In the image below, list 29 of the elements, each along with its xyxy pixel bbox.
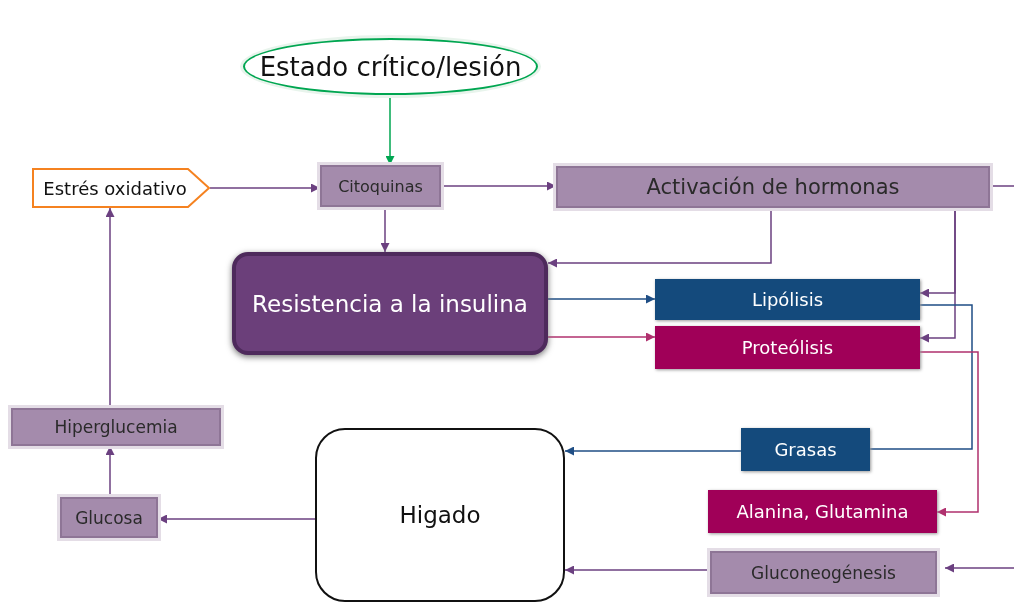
node-text: Hiperglucemia: [54, 417, 178, 437]
process-box: [655, 326, 920, 369]
process-box: [11, 408, 221, 446]
arrow: [547, 332, 656, 342]
node-text: Estado crítico/lesión: [259, 51, 522, 82]
rounded-box: [232, 252, 548, 355]
process-box: [710, 551, 937, 594]
process-box: [60, 497, 158, 538]
node-text: Grasas: [774, 439, 837, 460]
node-text: Citoquinas: [338, 176, 423, 196]
arrow: [919, 351, 979, 517]
node-text: Lipólisis: [751, 289, 824, 310]
node-text: Resistencia a la insulina: [252, 290, 528, 317]
node-text: Glucosa: [75, 507, 143, 528]
arrow: [564, 446, 742, 456]
process-box: [556, 166, 990, 208]
node-text: Alanina, Glutamina: [736, 501, 909, 522]
node-text: Gluconeogénesis: [751, 562, 896, 583]
process-box: [741, 428, 870, 471]
process-box: [320, 165, 441, 207]
arrow: [944, 563, 1014, 573]
node-text: Proteólisis: [741, 337, 834, 358]
node-text: Activación de hormonas: [646, 175, 900, 199]
rounded-box: [315, 428, 565, 602]
node-text: Higado: [399, 502, 481, 528]
node-text: Estrés oxidativo: [43, 177, 188, 199]
arrow: [547, 294, 656, 304]
process-box: [708, 490, 937, 533]
process-box: [655, 279, 920, 320]
